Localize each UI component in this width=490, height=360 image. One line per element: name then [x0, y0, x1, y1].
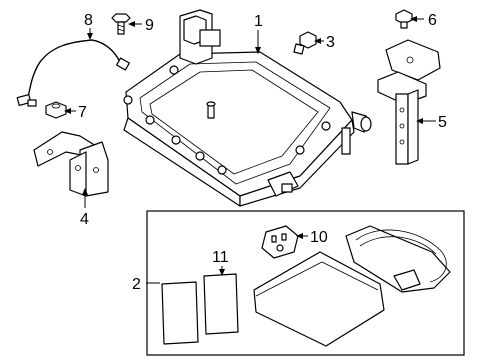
bolt-part-3: [293, 31, 317, 55]
callout-6: 6: [428, 12, 437, 29]
inverter-module-part-1: [123, 9, 372, 207]
adapter-plug-part-10: [261, 225, 299, 259]
callout-2: 2: [132, 276, 141, 293]
leader-lines: [64, 16, 436, 284]
callout-7: 7: [78, 104, 87, 121]
bracket-part-4: [33, 131, 109, 197]
callout-9: 9: [145, 17, 154, 34]
callout-11: 11: [212, 249, 229, 266]
nut-part-7: [45, 101, 67, 119]
cable-part-8: [16, 39, 130, 107]
storage-case: [253, 251, 385, 347]
callout-4: 4: [80, 211, 89, 228]
charging-cable: [345, 225, 451, 293]
callout-1: 1: [254, 13, 263, 30]
callout-5: 5: [438, 114, 447, 131]
bracket-part-5: [377, 39, 441, 165]
callout-10: 10: [310, 229, 328, 246]
bolt-part-9: [111, 13, 131, 35]
callout-3: 3: [326, 34, 335, 51]
callout-8: 8: [84, 12, 93, 29]
bolt-part-6: [395, 9, 413, 29]
documents-part-11: [161, 273, 239, 345]
